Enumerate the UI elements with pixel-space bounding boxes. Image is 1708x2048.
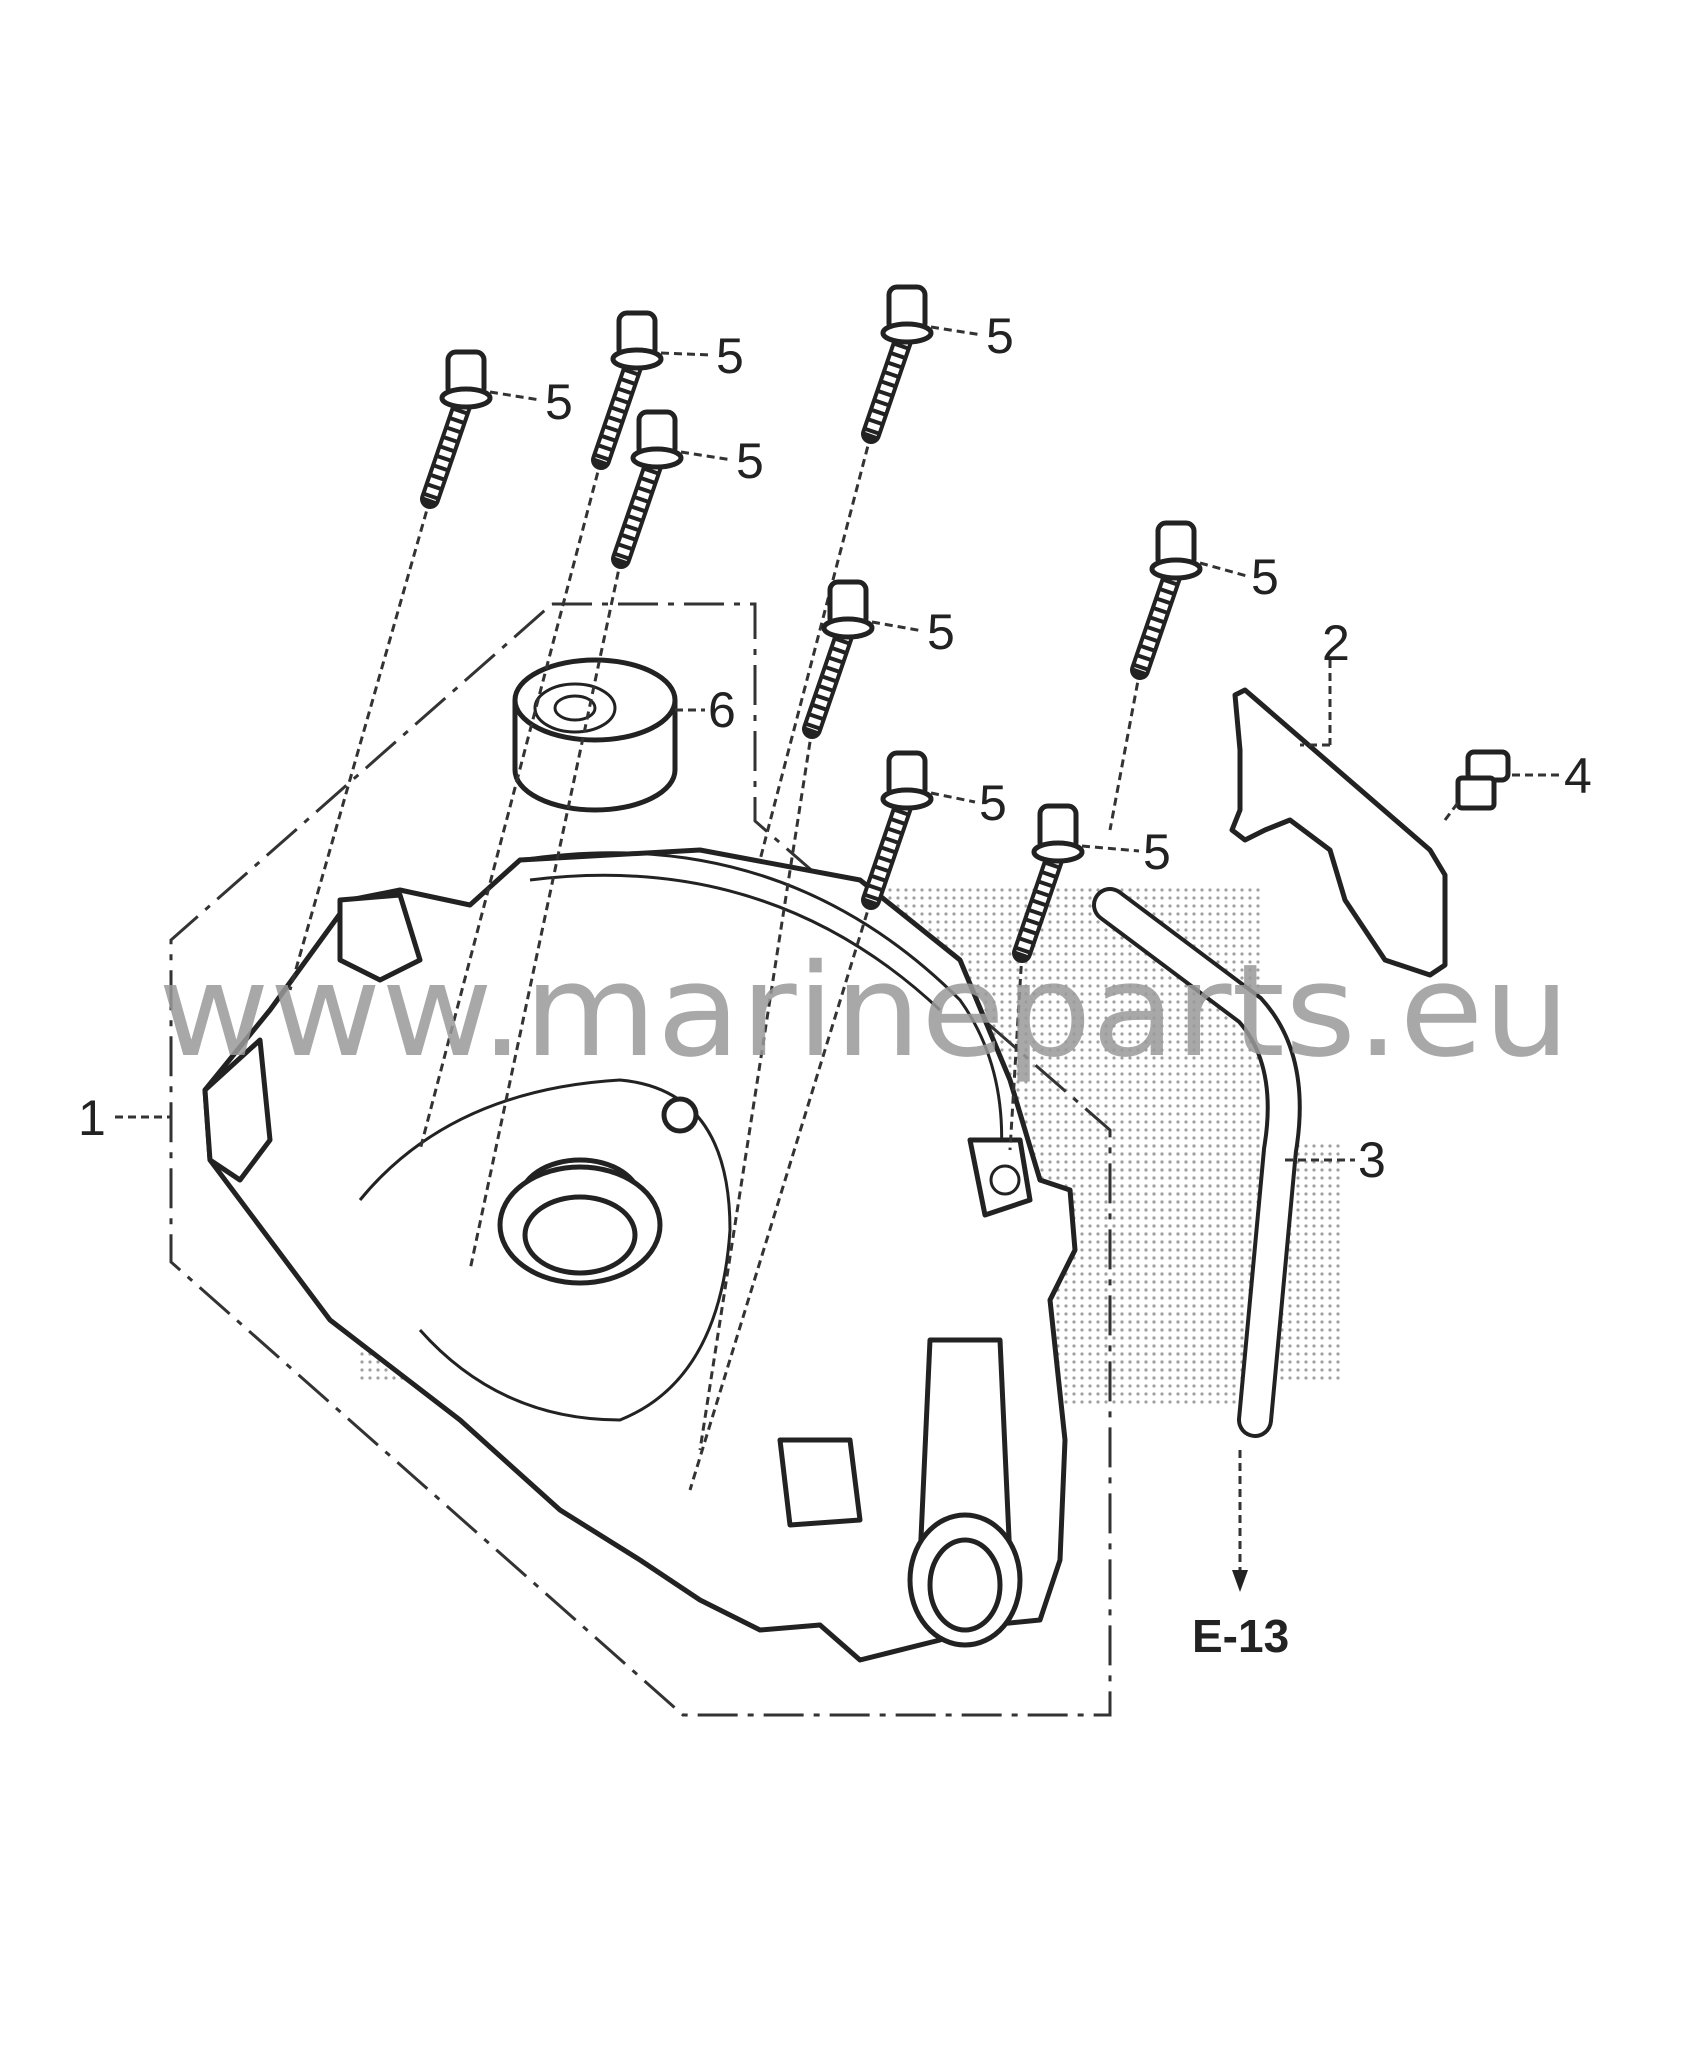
assembly-boundary <box>169 602 1112 1717</box>
callout-6: 6 <box>708 682 736 738</box>
callout-5: 5 <box>979 775 1007 831</box>
crankcase-cover <box>202 847 1078 1663</box>
bolt <box>688 750 976 1491</box>
bolt <box>1008 803 1140 1151</box>
callout-5: 5 <box>1251 549 1279 605</box>
bolt <box>418 310 713 1151</box>
callout-5: 5 <box>736 433 764 489</box>
drain-plug <box>1455 749 1511 811</box>
watermark: www.marineparts.eu <box>158 937 1570 1086</box>
bolt <box>698 579 924 1451</box>
bolt <box>288 349 541 991</box>
cover-plate <box>1229 687 1448 978</box>
callout-1: 1 <box>78 1090 106 1146</box>
bolt <box>758 284 983 861</box>
callout-5: 5 <box>545 374 573 430</box>
callout-4: 4 <box>1564 748 1592 804</box>
bolt <box>468 409 733 1271</box>
callout-2: 2 <box>1322 615 1350 671</box>
callout-5: 5 <box>1143 824 1171 880</box>
bolts <box>288 284 1248 1491</box>
callout-3: 3 <box>1358 1132 1386 1188</box>
bolt <box>1108 520 1248 831</box>
callout-5: 5 <box>986 308 1014 364</box>
bearing <box>512 657 678 813</box>
callout-5: 5 <box>716 328 744 384</box>
callout-5: 5 <box>927 604 955 660</box>
reference-e13: E-13 <box>1192 1610 1289 1662</box>
